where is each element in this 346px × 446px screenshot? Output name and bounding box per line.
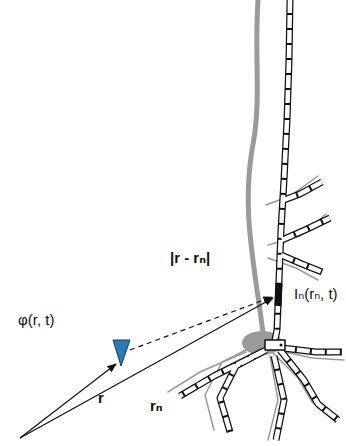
electrode-symbol [113,340,130,366]
vector-rn [20,298,273,438]
vector-label: rₙ [150,398,163,413]
compartment-model [180,0,342,440]
distance-label: |r - rₙ| [170,250,210,265]
distance-line [130,297,272,350]
current-label: Iₙ(rₙ, t) [294,286,338,301]
vector-label: r [98,390,104,405]
gray-morphology [168,0,344,440]
potential-label: φ(r, t) [18,312,54,327]
vector-r [20,364,116,438]
